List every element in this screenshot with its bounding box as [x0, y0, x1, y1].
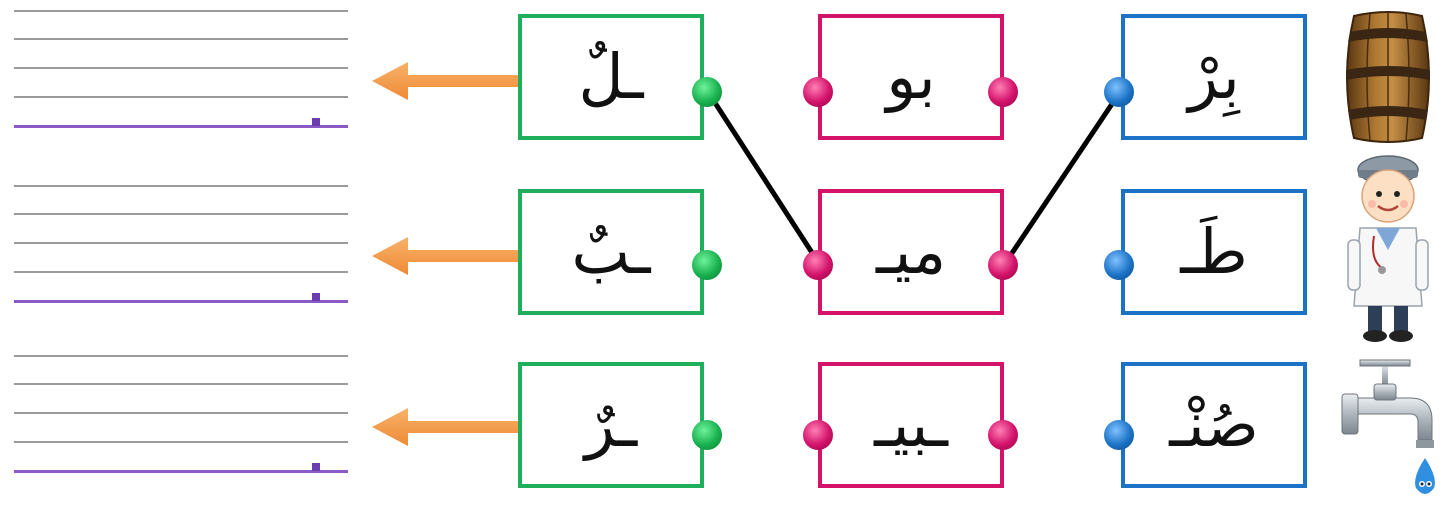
syllable-text: طَـ — [1180, 215, 1248, 288]
connector-knob[interactable] — [988, 77, 1018, 107]
arrow-left-icon — [372, 237, 518, 275]
syllable-text: ـرٌ — [584, 388, 638, 461]
left-syllable-card[interactable]: ـلٌ — [518, 14, 704, 140]
syllable-text: ميـ — [875, 215, 947, 288]
left-syllable-card[interactable]: ـرٌ — [518, 362, 704, 488]
middle-syllable-card[interactable]: ـبيـ — [818, 362, 1004, 488]
syllable-text: ـبيـ — [874, 388, 948, 461]
middle-syllable-card[interactable]: ميـ — [818, 189, 1004, 315]
syllable-text: بو — [886, 40, 936, 113]
connector-knob[interactable] — [803, 250, 833, 280]
connector-knob[interactable] — [1104, 77, 1134, 107]
right-syllable-card[interactable]: بِرْ — [1121, 14, 1307, 140]
right-syllable-card[interactable]: صُنْـ — [1121, 362, 1307, 488]
middle-syllable-card[interactable]: بو — [818, 14, 1004, 140]
syllable-text: صُنْـ — [1169, 388, 1259, 461]
start-dot — [312, 118, 320, 126]
faucet-image — [1341, 359, 1435, 494]
left-syllable-card[interactable]: ـبٌ — [518, 189, 704, 315]
arrow-left-icon — [372, 62, 518, 100]
barrel-image — [1346, 11, 1430, 143]
arrow-left-icon — [372, 408, 518, 446]
writing-lines-row-3[interactable] — [14, 355, 348, 475]
syllable-text: ـبٌ — [571, 215, 651, 288]
connector-knob[interactable] — [692, 420, 722, 450]
connector-knob[interactable] — [803, 77, 833, 107]
connector-knob[interactable] — [803, 420, 833, 450]
syllable-text: ـلٌ — [578, 40, 644, 113]
start-dot — [312, 463, 320, 471]
connector-knob[interactable] — [1104, 250, 1134, 280]
start-dot — [312, 293, 320, 301]
right-syllable-card[interactable]: طَـ — [1121, 189, 1307, 315]
connector-knob[interactable] — [988, 250, 1018, 280]
writing-lines-row-2[interactable] — [14, 185, 348, 305]
connector-knob[interactable] — [1104, 420, 1134, 450]
doctor-image — [1347, 155, 1429, 342]
connector-knob[interactable] — [692, 77, 722, 107]
connector-knob[interactable] — [692, 250, 722, 280]
syllable-text: بِرْ — [1188, 40, 1240, 113]
connection-line[interactable] — [1001, 89, 1123, 268]
connector-knob[interactable] — [988, 420, 1018, 450]
writing-lines-row-1[interactable] — [14, 10, 348, 130]
connection-line[interactable] — [705, 89, 823, 268]
